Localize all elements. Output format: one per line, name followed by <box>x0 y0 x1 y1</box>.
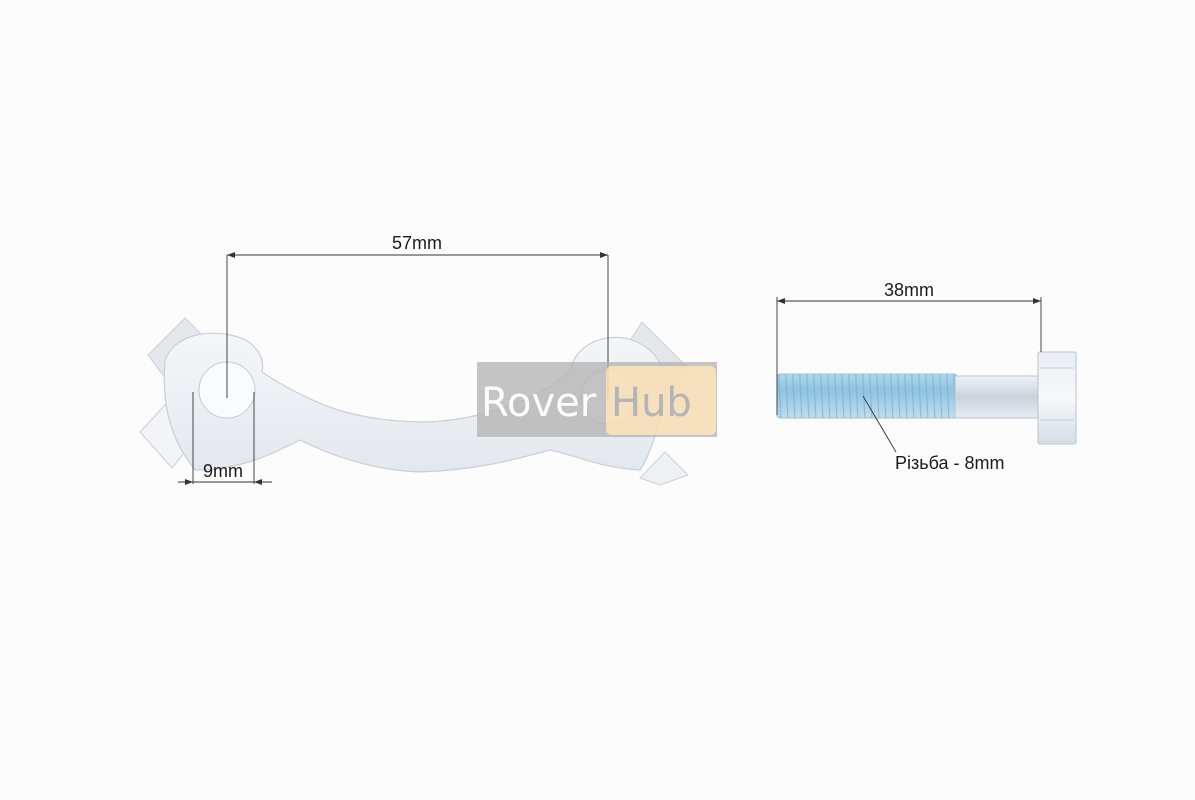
dimension-hole-diameter: 9mm <box>178 392 272 485</box>
dimension-bolt-length: 38mm <box>776 280 1042 415</box>
dimension-hole-spacing: 57mm <box>226 233 609 400</box>
bolt-head <box>1037 351 1077 445</box>
bolt-thread <box>776 373 958 419</box>
callout-thread: Різьба - 8mm <box>862 395 1005 473</box>
bolt <box>776 351 1077 445</box>
dimension-label-bolt-length: 38mm <box>884 280 934 300</box>
dimension-label-hole-diameter: 9mm <box>203 461 243 481</box>
plate-tab-right-bottom <box>639 451 689 486</box>
bolt-shank <box>954 375 1041 419</box>
watermark-logo: Rover Hub <box>477 362 717 437</box>
dimension-label-hole-spacing: 57mm <box>392 233 442 253</box>
watermark-text-rover: Rover <box>481 380 597 426</box>
watermark-text-hub: Hub <box>611 380 692 426</box>
callout-label-thread: Різьба - 8mm <box>895 453 1005 473</box>
watermark-accent <box>606 366 716 435</box>
